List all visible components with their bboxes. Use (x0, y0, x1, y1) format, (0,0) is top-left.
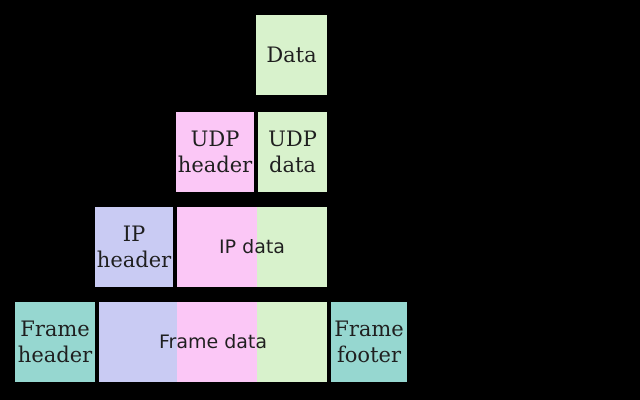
ip-data-box: IP data (175, 205, 329, 289)
frame-footer-box: Frame footer (329, 300, 409, 384)
frame-header-label: Frame header (17, 317, 93, 367)
application-data-label: Data (266, 43, 317, 67)
ip-header-box: IP header (93, 205, 175, 289)
application-data-box: Data (254, 13, 329, 97)
udp-header-box: UDP header (174, 110, 256, 194)
udp-data-label: UDP data (268, 127, 317, 177)
frame-data-box: Frame data (97, 300, 329, 384)
ip-header-label: IP header (96, 222, 172, 272)
frame-header-box: Frame header (13, 300, 97, 384)
udp-header-label: UDP header (177, 127, 253, 177)
udp-data-box: UDP data (256, 110, 329, 194)
frame-footer-label: Frame footer (334, 317, 404, 367)
frame-data-label: Frame data (158, 331, 268, 353)
ip-data-label: IP data (219, 236, 285, 258)
